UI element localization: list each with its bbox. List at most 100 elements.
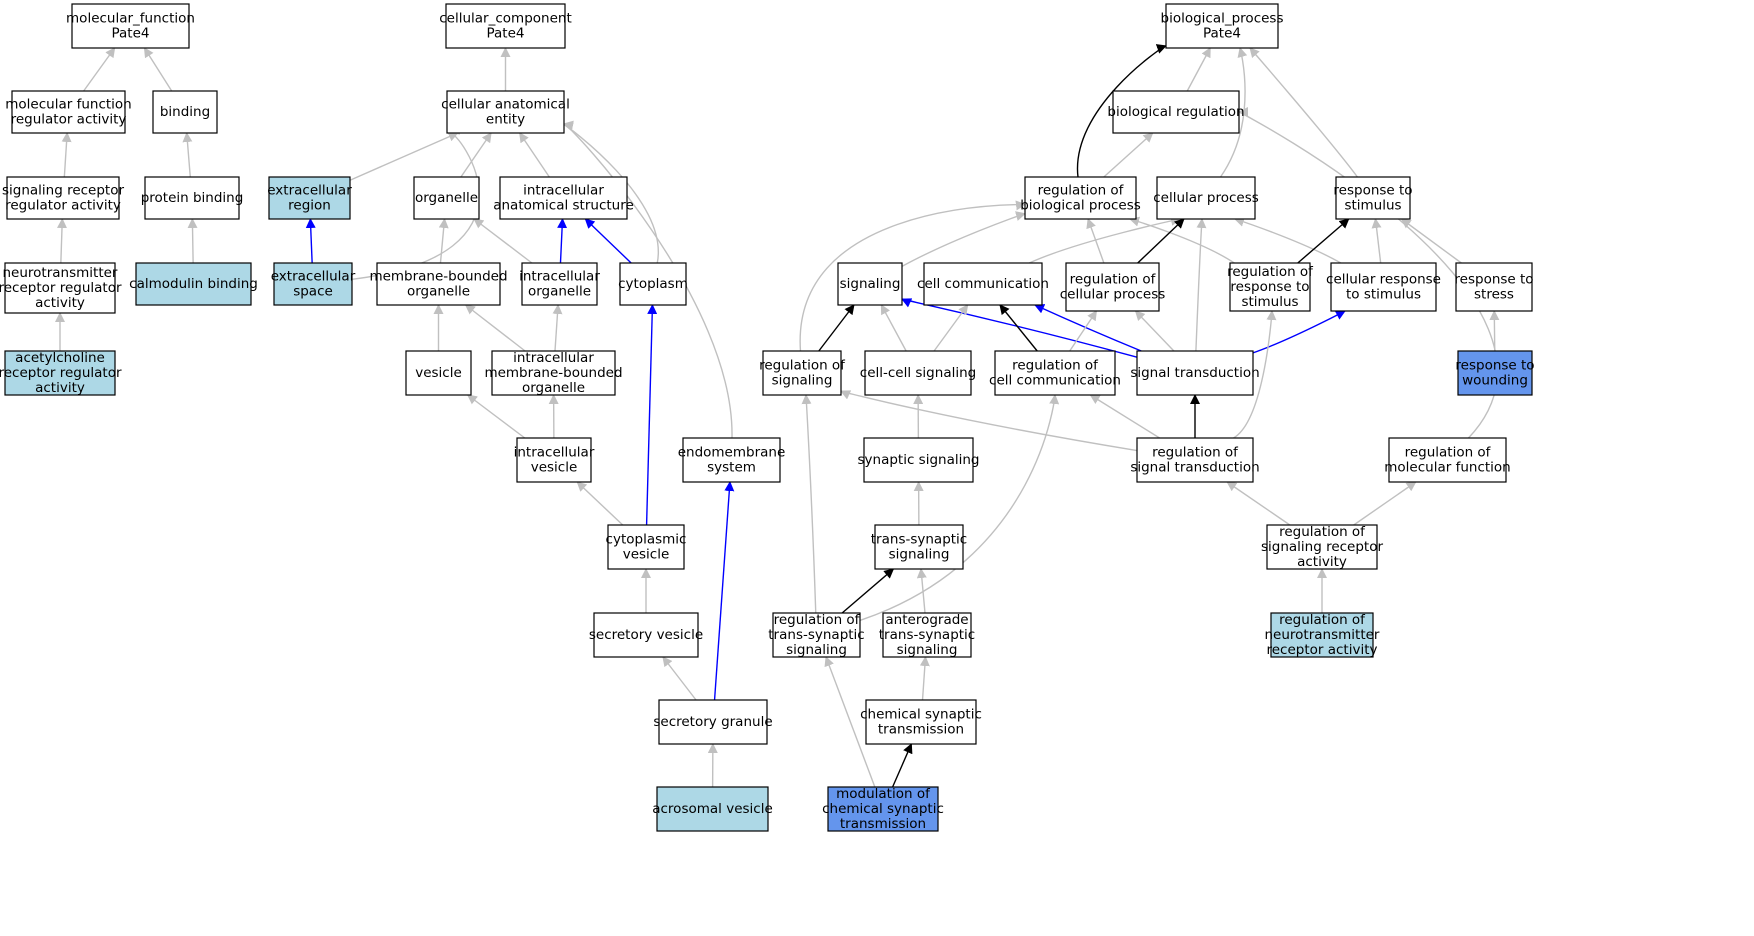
node-label-line: intracellular bbox=[513, 350, 594, 366]
nodes-layer: molecular_functionPate4cellular_componen… bbox=[0, 3, 1535, 832]
node-label-line: cytoplasm bbox=[618, 276, 688, 292]
edge-ccsig-to-cellcomm bbox=[933, 304, 969, 352]
node-label-line: regulation of bbox=[1405, 445, 1492, 461]
node-box bbox=[499, 176, 628, 220]
node-box bbox=[1330, 262, 1437, 312]
node-label-line: signaling bbox=[889, 547, 950, 563]
node-box bbox=[882, 612, 972, 658]
node-vesicle: vesicle bbox=[405, 350, 472, 396]
node-label-line: transmission bbox=[840, 816, 926, 832]
edge-modcst-to-chemsyn bbox=[891, 743, 913, 788]
node-box bbox=[762, 350, 842, 396]
node-label-line: vesicle bbox=[531, 460, 578, 476]
node-label-line: transmission bbox=[878, 722, 964, 738]
node-label-line: signal transduction bbox=[1130, 460, 1259, 476]
edge-extreg-to-cae bbox=[349, 132, 459, 181]
node-label-line: receptor regulator bbox=[0, 365, 122, 381]
node-label-line: regulation of bbox=[1227, 264, 1314, 280]
node-box bbox=[1065, 262, 1160, 312]
edge-regsra-to-regmf bbox=[1353, 481, 1417, 526]
node-box bbox=[273, 262, 353, 306]
node-label-line: modulation of bbox=[836, 786, 931, 802]
edge-chemsyn-to-antero bbox=[919, 656, 930, 701]
node-label-line: regulation of bbox=[774, 612, 861, 628]
node-box bbox=[607, 524, 685, 570]
node-sigtrans: signal transduction bbox=[1130, 350, 1260, 396]
edge-secgran-to-secves bbox=[662, 656, 697, 701]
node-label-line: cellular_component bbox=[439, 11, 571, 27]
edge-cellresp-to-resp_stim bbox=[1371, 218, 1382, 264]
node-label-line: calmodulin binding bbox=[129, 276, 258, 292]
node-box bbox=[1156, 176, 1256, 220]
node-label-line: organelle bbox=[528, 284, 591, 300]
node-label-line: trans-synaptic bbox=[768, 627, 864, 643]
node-acroves: acrosomal vesicle bbox=[652, 786, 773, 832]
edge-regcp-to-regbp bbox=[1086, 218, 1105, 264]
node-label-line: cellular process bbox=[1060, 287, 1166, 303]
node-box bbox=[658, 699, 768, 745]
node-cellcomm: cell communication bbox=[917, 262, 1049, 306]
node-box bbox=[864, 350, 972, 396]
node-label-line: molecular_function bbox=[66, 11, 195, 27]
node-label-line: response to bbox=[1230, 279, 1309, 295]
node-box bbox=[516, 437, 592, 483]
edge-cytoves-to-cytoplasm bbox=[645, 304, 658, 526]
edge-cellcomm-to-cellproc bbox=[1029, 215, 1181, 264]
node-label-line: molecular function bbox=[1384, 460, 1510, 476]
edge-extspace-to-extreg bbox=[305, 218, 316, 264]
edge-regtss-to-tss bbox=[841, 568, 895, 614]
node-organelle: organelle bbox=[413, 176, 480, 220]
node-label-line: regulation of bbox=[1070, 272, 1157, 288]
node-label-line: anatomical structure bbox=[493, 198, 634, 214]
node-label-line: stimulus bbox=[1344, 198, 1401, 214]
edge-ias-to-cae bbox=[519, 132, 550, 178]
node-box bbox=[1388, 437, 1507, 483]
node-label-line: receptor regulator bbox=[0, 280, 122, 296]
edge-mbo-to-organelle bbox=[438, 218, 449, 264]
node-label-line: cellular process bbox=[1153, 190, 1259, 206]
node-label-line: regulation of bbox=[1279, 612, 1366, 628]
node-box bbox=[827, 786, 939, 832]
node-label-line: cellular response bbox=[1326, 272, 1441, 288]
edge-regcc-to-cellcomm bbox=[999, 304, 1038, 352]
edge-cytoves-to-intves bbox=[576, 481, 624, 526]
node-box bbox=[1112, 90, 1240, 134]
node-label-line: cytoplasmic bbox=[606, 532, 687, 548]
node-box bbox=[445, 3, 566, 49]
edge-calmod-to-protbind bbox=[187, 218, 198, 264]
node-box bbox=[682, 437, 781, 483]
node-label-line: endomembrane bbox=[678, 445, 786, 461]
node-label-line: biological process bbox=[1020, 198, 1141, 214]
node-label-line: trans-synaptic bbox=[871, 532, 967, 548]
node-label-line: organelle bbox=[522, 380, 585, 396]
edge-sigtrans-to-regcp bbox=[1134, 310, 1175, 352]
node-label-line: organelle bbox=[415, 190, 478, 206]
edge-cytoplasm-to-ias bbox=[584, 218, 632, 264]
node-label-line: activity bbox=[35, 295, 85, 311]
node-label-line: stimulus bbox=[1241, 294, 1298, 310]
node-label-line: organelle bbox=[407, 284, 470, 300]
node-label-line: signaling bbox=[897, 642, 958, 658]
edge-cellproc-to-bp_root bbox=[1219, 47, 1248, 178]
node-label-line: signaling receptor bbox=[1261, 539, 1384, 555]
node-box bbox=[405, 350, 472, 396]
edge-regst-to-regcc bbox=[1089, 394, 1160, 439]
edge-regrs-to-resp_stim bbox=[1297, 218, 1350, 264]
node-label-line: intracellular bbox=[519, 269, 600, 285]
node-label-line: neurotransmitter bbox=[1265, 627, 1380, 643]
